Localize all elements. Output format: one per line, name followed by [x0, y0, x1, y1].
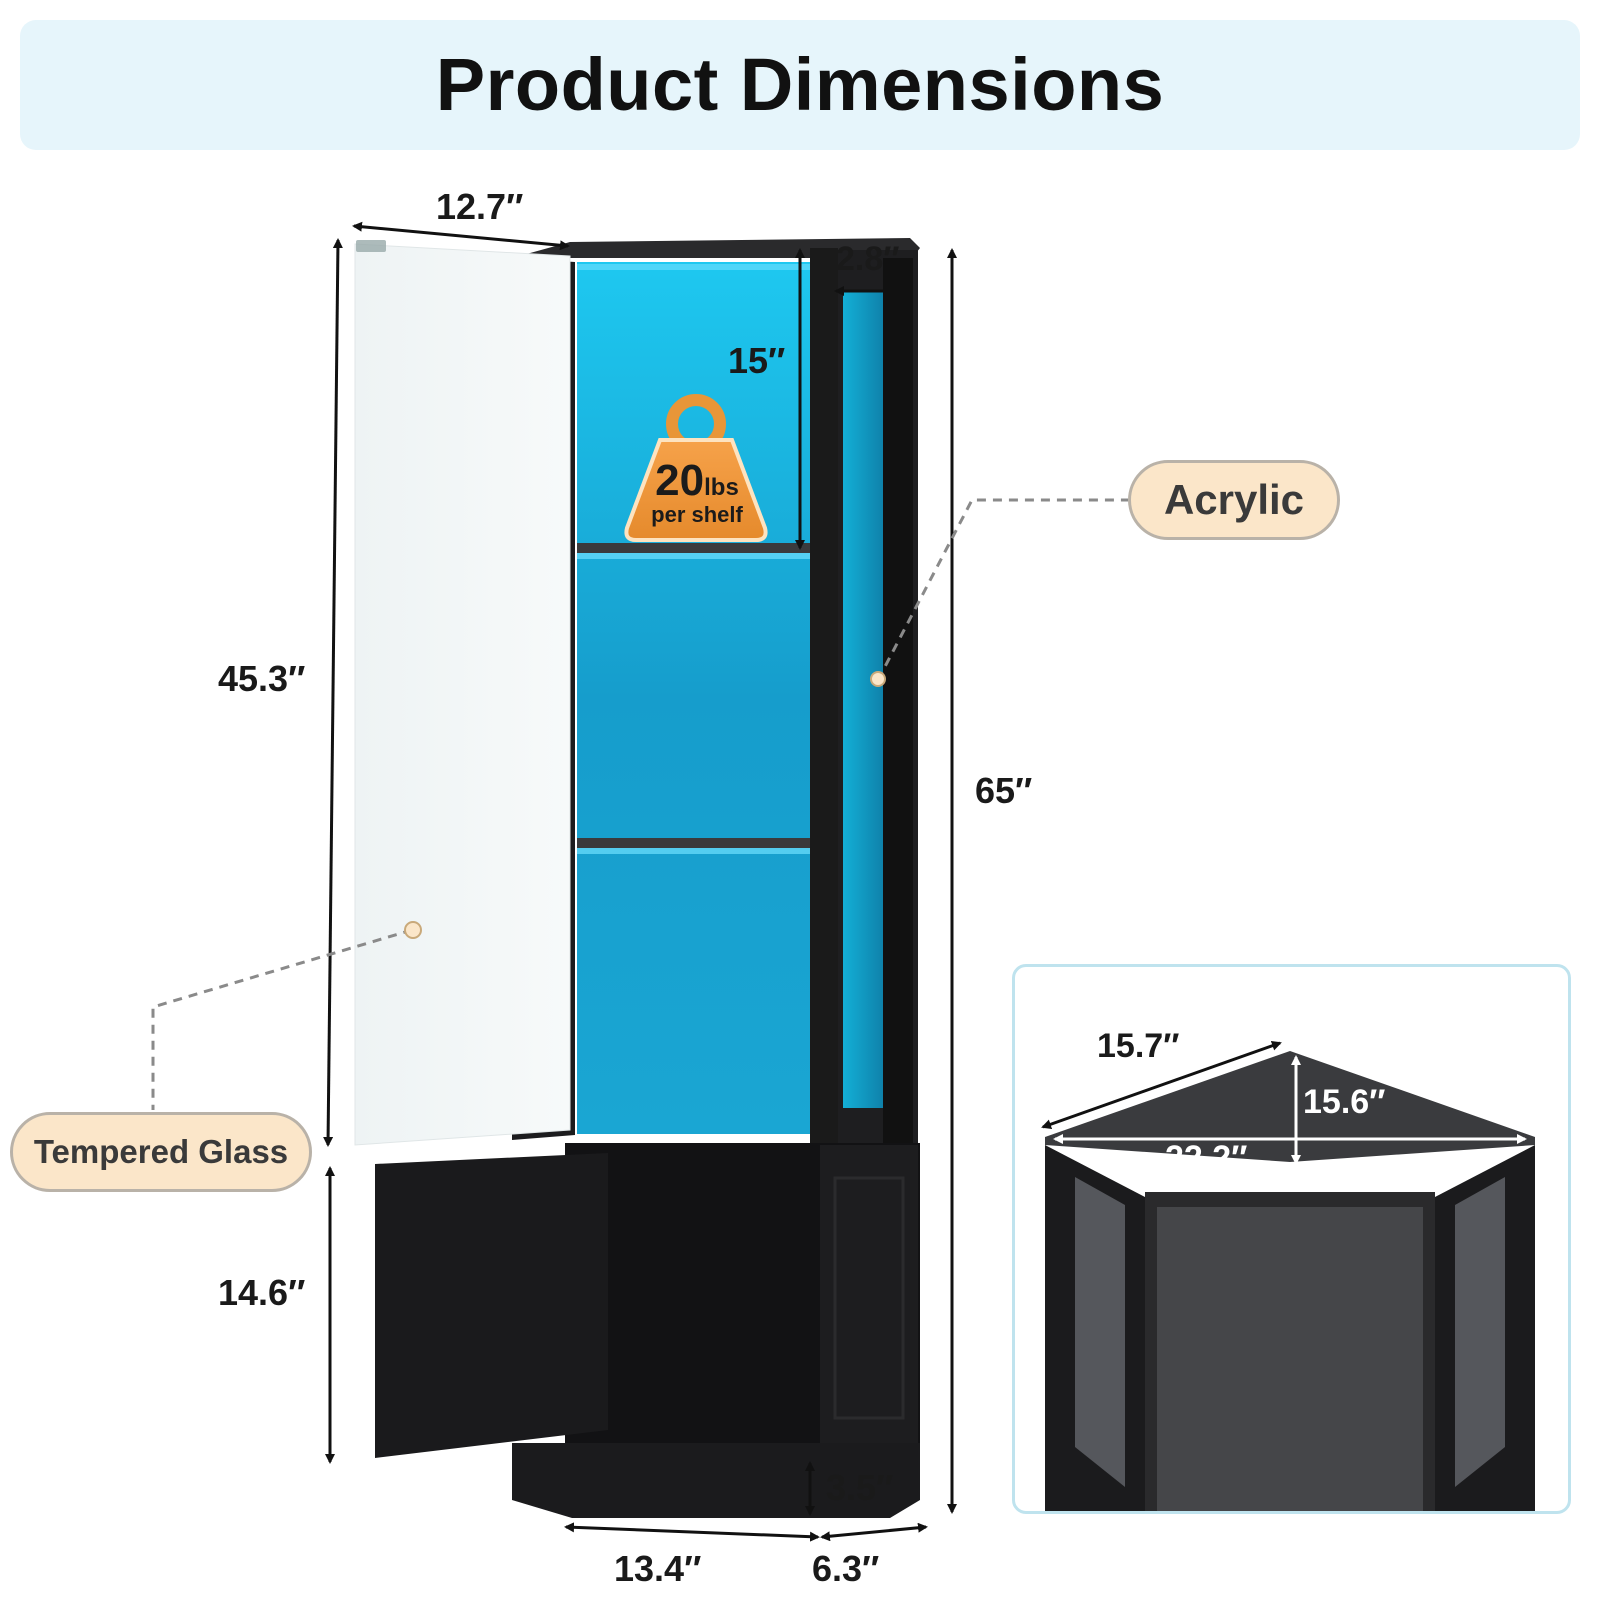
header-banner: Product Dimensions [20, 20, 1580, 150]
cabinet-base [512, 1443, 920, 1518]
glass-height-line [323, 238, 343, 1147]
top-view-illustration [1041, 1040, 1535, 1511]
weight-badge-text: 20lbs per shelf [638, 456, 756, 528]
lower-door [375, 1153, 608, 1458]
shelf-2 [577, 838, 810, 848]
total-height-label: 65″ [975, 770, 1033, 811]
weight-value: 20 [655, 456, 705, 505]
tempered-glass-callout: Tempered Glass [10, 1112, 312, 1192]
page-title: Product Dimensions [435, 43, 1165, 126]
top-side-line [1041, 1040, 1282, 1130]
glass-leader [151, 928, 413, 1110]
top-view-inset: 15.7″ 15.6″ 22.2″ [1012, 964, 1571, 1514]
acrylic-leader [876, 498, 1128, 681]
callout-leaders [151, 498, 1128, 1110]
top-side-label: 15.7″ [1097, 1027, 1180, 1065]
top-front-label: 22.2″ [1165, 1139, 1248, 1177]
front-width-line [564, 1522, 820, 1542]
side-depth-line [820, 1522, 928, 1542]
door-width-label: 12.7″ [436, 186, 524, 227]
front-width-label: 13.4″ [614, 1548, 702, 1589]
dimension-lines [323, 221, 957, 1542]
display-cabinet [354, 238, 920, 1518]
shelf-spacing-label: 15″ [728, 340, 786, 381]
weight-caption: per shelf [651, 502, 743, 527]
glass-door [354, 243, 571, 1146]
acrylic-marker [870, 671, 886, 687]
acrylic-callout: Acrylic [1128, 460, 1340, 540]
shelf-1 [577, 543, 810, 553]
glass-height-label: 45.3″ [218, 658, 306, 699]
weight-badge [624, 394, 768, 542]
glass-marker [404, 921, 422, 939]
side-width-label: 2.8″ [836, 240, 900, 278]
base-height-label: 3.5″ [826, 1467, 894, 1508]
weight-unit: lbs [704, 474, 739, 501]
corner-glass-door [1157, 1207, 1423, 1511]
side-depth-label: 6.3″ [812, 1548, 880, 1589]
corner-top [1045, 1051, 1535, 1162]
interior-back [577, 262, 810, 1134]
center-post [810, 248, 838, 1143]
top-depth-label: 15.6″ [1303, 1083, 1386, 1121]
acrylic-panel [843, 292, 883, 1108]
door-width-line [352, 221, 570, 251]
cabinet-height-label: 14.6″ [218, 1272, 306, 1313]
